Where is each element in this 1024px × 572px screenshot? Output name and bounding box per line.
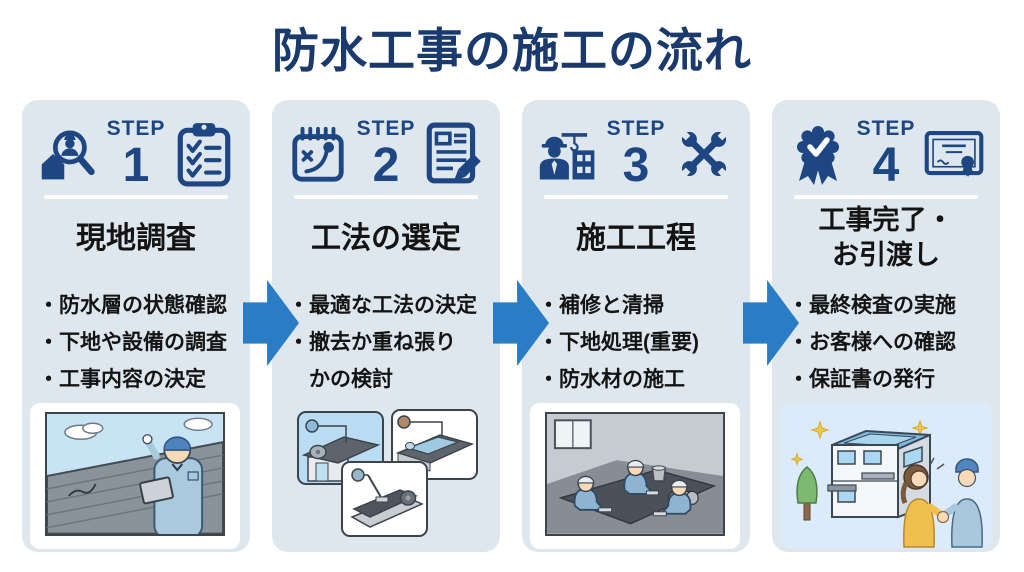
step-3-bullets: ・補修と清掃 ・下地処理(重要) ・防水材の施工	[538, 287, 746, 398]
divider	[794, 195, 978, 199]
step-4-bullets: ・最終検査の実施 ・お客様への確認 ・保証書の発行	[788, 287, 996, 398]
step-4-label: STEP 4	[857, 118, 916, 190]
divider	[544, 195, 728, 199]
bullet-item: ・撤去か重ね張り かの検討	[288, 331, 456, 391]
step-word: STEP	[856, 117, 916, 140]
step-3-card: STEP 3 施工工程	[522, 100, 750, 552]
step-word: STEP	[106, 117, 166, 140]
plan-pad-icon	[288, 121, 348, 187]
step-2-heading: 工法の選定	[311, 222, 461, 255]
award-badge-icon	[788, 121, 848, 187]
step-1-heading: 現地調査	[76, 222, 196, 255]
step-number: 4	[872, 139, 900, 192]
bullet-item: ・下地や設備の調査	[38, 331, 227, 354]
worker-building-icon	[538, 121, 598, 187]
divider	[294, 195, 478, 199]
bullet-item: ・お客様への確認	[788, 331, 956, 354]
page-title: 防水工事の施工の流れ	[272, 24, 752, 77]
bullet-item: ・工事内容の決定	[38, 368, 206, 391]
step-1-label: STEP 1	[107, 118, 166, 190]
step-1-bullets: ・防水層の状態確認 ・下地や設備の調査 ・工事内容の決定	[38, 287, 246, 398]
step-number: 1	[122, 139, 150, 192]
bullet-item: ・下地処理(重要)	[538, 331, 699, 354]
step-4-header: STEP 4	[788, 112, 984, 196]
clipboard-checklist-icon	[174, 121, 234, 187]
step-2-bullets: ・最適な工法の決定 ・撤去か重ね張り かの検討	[288, 287, 496, 398]
step-3-heading: 施工工程	[576, 222, 696, 255]
bullet-item: ・防水層の状態確認	[38, 294, 227, 317]
step-word: STEP	[606, 117, 666, 140]
bullet-item: ・最適な工法の決定	[288, 294, 477, 317]
step-word: STEP	[356, 117, 416, 140]
document-pencil-icon	[424, 121, 484, 187]
bullet-item: ・補修と清掃	[538, 294, 664, 317]
method-selection-illustration	[272, 398, 500, 552]
step-1-card: STEP 1 現地調査 ・防水層の状態確認 ・下地や設備の調査 ・工事内容の決定	[22, 100, 250, 552]
step-3-header: STEP 3	[538, 112, 734, 196]
divider	[44, 195, 228, 199]
step-4-card: STEP 4 工事完了・ お引渡し ・最終検査の実施 ・お客様への確認 ・保証書…	[772, 100, 1000, 552]
step-2-header: STEP 2	[288, 112, 484, 196]
bullet-item: ・防水材の施工	[538, 368, 685, 391]
step-3-label: STEP 3	[607, 118, 666, 190]
bullet-item: ・最終検査の実施	[788, 294, 956, 317]
handover-illustration	[780, 403, 992, 549]
site-survey-illustration	[30, 403, 240, 549]
step-2-label: STEP 2	[357, 118, 416, 190]
certificate-icon	[924, 121, 984, 187]
step-number: 3	[622, 139, 650, 192]
search-worker-icon	[38, 121, 98, 187]
step-number: 2	[372, 139, 400, 192]
construction-illustration	[530, 403, 740, 549]
step-2-card: STEP 2 工法の選定 ・最適な工法の決定 ・撤去か重ね張り かの検討	[272, 100, 500, 552]
bullet-item: ・保証書の発行	[788, 368, 935, 391]
step-4-heading: 工事完了・ お引渡し	[818, 205, 954, 271]
crossed-wrenches-icon	[674, 121, 734, 187]
step-1-header: STEP 1	[38, 112, 234, 196]
